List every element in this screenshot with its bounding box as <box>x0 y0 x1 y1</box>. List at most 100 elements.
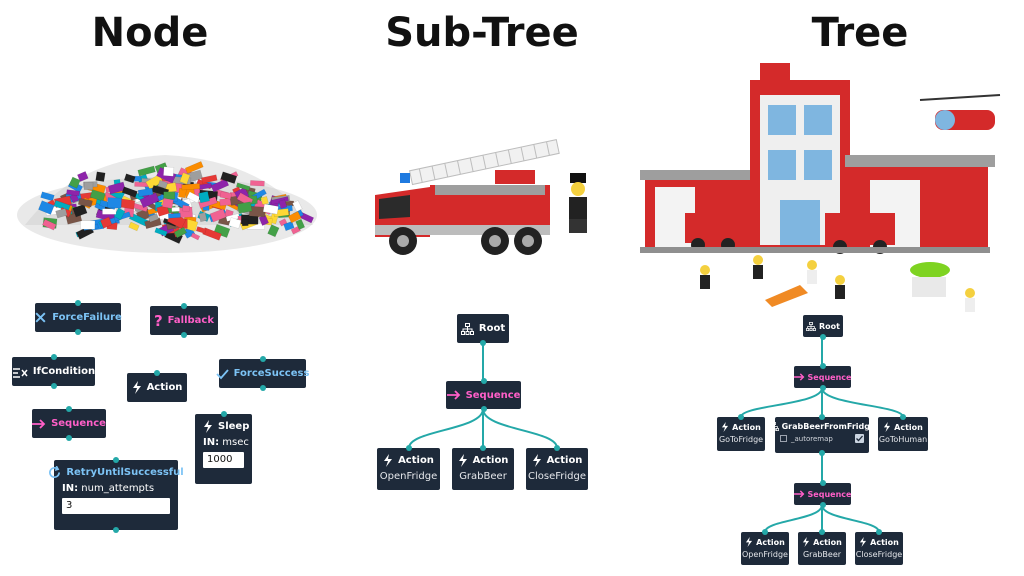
sequence-node[interactable]: Sequence <box>32 406 106 441</box>
link-sequence1-gotofridge <box>740 387 823 418</box>
lego-brick <box>121 186 138 198</box>
autoremap-checkbox[interactable] <box>855 434 864 443</box>
input-port-row: IN: num_attempts <box>54 479 178 496</box>
node-label: Sequence <box>51 418 106 429</box>
tree-action-grabbeer[interactable]: Action GrabBeer <box>798 529 846 565</box>
hierarchy-icon <box>806 321 816 331</box>
output-port[interactable] <box>181 332 187 338</box>
output-port[interactable] <box>50 383 57 389</box>
input-port[interactable] <box>900 414 906 420</box>
tree-subtree-grabbeerfromfridge[interactable]: GrabBeerFromFridge _autoremap <box>768 414 875 456</box>
lego-bricks-image <box>17 155 317 253</box>
input-port[interactable] <box>259 356 266 362</box>
lightning-icon <box>883 422 891 432</box>
lego-brick <box>83 181 94 191</box>
retry-until-successful-node[interactable]: RetryUntilSuccessful IN: num_attempts 3 <box>49 457 184 533</box>
tree-action-closefridge[interactable]: Action CloseFridge <box>855 529 903 565</box>
lego-brick <box>173 226 188 239</box>
input-port[interactable] <box>554 445 560 451</box>
subtree-action-closefridge[interactable]: Action CloseFridge <box>526 445 588 490</box>
output-port[interactable] <box>819 385 826 391</box>
input-port[interactable] <box>50 354 57 360</box>
input-port[interactable] <box>405 445 412 451</box>
input-port[interactable] <box>113 457 119 463</box>
input-port[interactable] <box>154 370 160 376</box>
lightning-icon <box>802 537 810 547</box>
lego-brick <box>72 203 88 218</box>
if-condition-node[interactable]: IfCondition <box>12 354 96 389</box>
tree-root-node[interactable]: Root <box>803 315 843 340</box>
lego-brick <box>278 199 288 209</box>
tree-action-openfridge[interactable]: Action OpenFridge <box>741 529 789 565</box>
lego-brick <box>186 191 201 204</box>
autoremap-label: _autoremap <box>791 434 833 443</box>
input-port[interactable] <box>75 300 81 306</box>
input-port[interactable] <box>480 445 486 451</box>
tree-action-gotohuman[interactable]: Action GoToHuman <box>878 414 928 451</box>
lego-brick <box>66 189 80 197</box>
subtree-action-grabbeer[interactable]: Action GrabBeer <box>452 445 514 490</box>
tree-sequence-node-2[interactable]: Sequence <box>793 480 851 508</box>
subtree-sequence-node[interactable]: Sequence <box>446 378 521 412</box>
output-port[interactable] <box>480 340 486 346</box>
output-port[interactable] <box>75 329 81 335</box>
input-port[interactable] <box>819 363 826 369</box>
output-port[interactable] <box>819 502 826 508</box>
action-node[interactable]: Action <box>127 370 187 402</box>
msec-input[interactable]: 1000 <box>203 452 244 468</box>
output-port[interactable] <box>113 527 119 533</box>
fallback-node[interactable]: ? Fallback <box>150 303 218 338</box>
lego-brick <box>220 171 238 184</box>
input-port[interactable] <box>66 406 72 412</box>
subtree-action-openfridge[interactable]: Action OpenFridge <box>377 445 440 490</box>
tree-action-gotofridge[interactable]: Action GoToFridge <box>717 414 765 451</box>
lego-brick <box>89 189 106 202</box>
lego-brick <box>198 191 210 204</box>
force-failure-node[interactable]: ForceFailure <box>35 300 122 335</box>
input-port[interactable] <box>738 414 744 420</box>
title-node: Node <box>91 10 209 56</box>
output-port[interactable] <box>819 450 825 456</box>
node-label: IfCondition <box>32 366 96 377</box>
lego-brick <box>181 204 191 213</box>
input-port[interactable] <box>762 529 768 535</box>
node-label: RetryUntilSuccessful <box>66 467 184 478</box>
lego-brick <box>128 221 140 232</box>
sleep-node[interactable]: Sleep IN: msec 1000 <box>195 411 252 484</box>
lego-brick <box>42 219 57 231</box>
lego-brick <box>139 192 160 209</box>
checkmark-icon <box>856 435 863 442</box>
action-name: OpenFridge <box>742 550 788 559</box>
force-success-node[interactable]: ForceSuccess <box>215 356 309 391</box>
node-label: Action <box>813 537 842 547</box>
node-label: Action <box>146 382 183 393</box>
lightning-icon <box>745 537 753 547</box>
input-port[interactable] <box>876 529 882 535</box>
autoremap-row: _autoremap <box>775 431 869 443</box>
input-port[interactable] <box>819 414 825 420</box>
input-port[interactable] <box>220 411 227 417</box>
lightning-icon <box>383 454 393 467</box>
lego-brick <box>156 204 170 217</box>
input-port[interactable] <box>819 480 826 486</box>
port-name: num_attempts <box>81 483 155 494</box>
output-port[interactable] <box>480 406 487 412</box>
subtree-root-node[interactable]: Root <box>457 314 509 346</box>
lego-brick <box>77 197 93 208</box>
arrow-right-icon <box>793 490 805 498</box>
lightning-icon <box>458 454 468 467</box>
lego-brick <box>262 203 279 215</box>
input-port[interactable] <box>480 378 487 384</box>
node-label: Sequence <box>807 372 852 382</box>
lego-brick <box>179 172 191 185</box>
output-port[interactable] <box>66 435 72 441</box>
tree-sequence-node-1[interactable]: Sequence <box>793 363 852 391</box>
lightning-icon <box>132 381 142 394</box>
output-port[interactable] <box>820 334 826 340</box>
input-port[interactable] <box>819 529 825 535</box>
retry-icon <box>48 466 61 479</box>
num-attempts-input[interactable]: 3 <box>62 498 170 514</box>
input-port[interactable] <box>181 303 187 309</box>
lego-brick <box>241 218 249 227</box>
output-port[interactable] <box>259 385 266 391</box>
